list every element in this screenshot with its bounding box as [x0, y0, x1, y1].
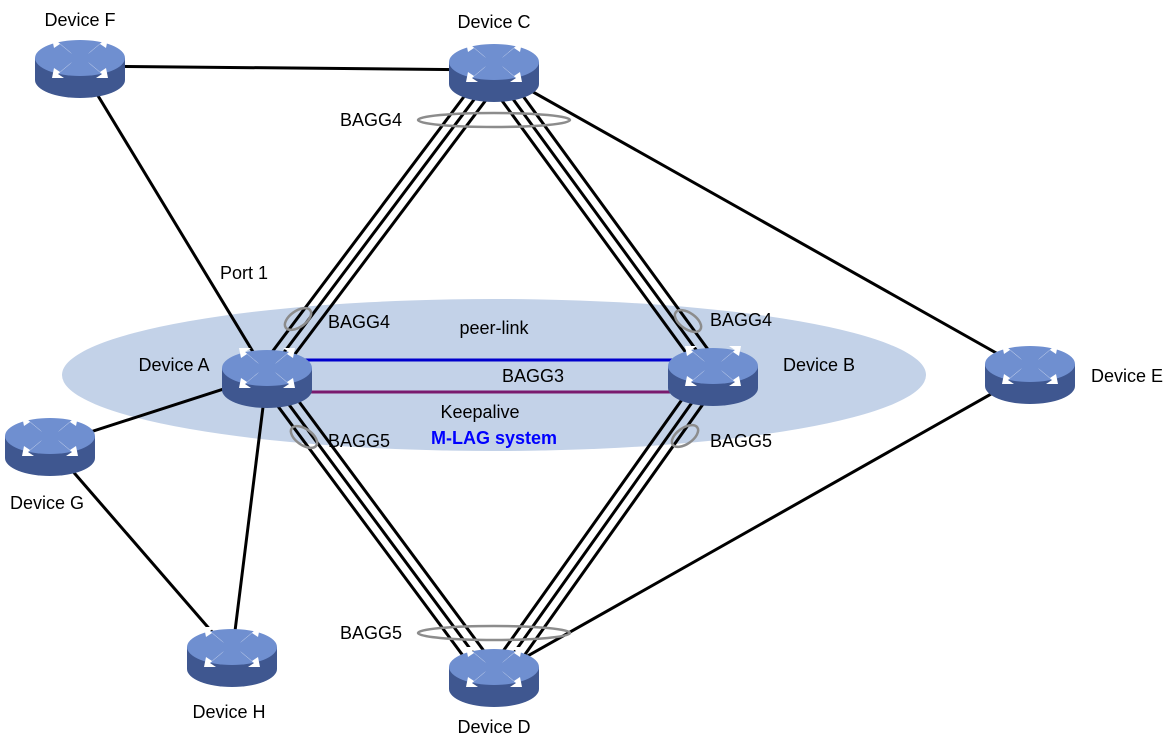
switch-icon: [985, 344, 1075, 404]
bagg4-ring-a: [283, 306, 313, 332]
device-b[interactable]: [668, 346, 758, 406]
device-d-label: Device D: [457, 717, 530, 737]
link-labels: BAGG4 BAGG5 BAGG4 BAGG5 BAGG4 BAGG5 Port…: [220, 110, 772, 643]
port1-label: Port 1: [220, 263, 268, 283]
device-c[interactable]: [449, 42, 539, 102]
bagg4-ring-b: [673, 308, 703, 334]
bagg5-label-b: BAGG5: [710, 431, 772, 451]
device-a[interactable]: [222, 348, 312, 408]
switch-icon: [187, 627, 277, 687]
switch-icon: [449, 647, 539, 707]
device-e-label: Device E: [1091, 366, 1163, 386]
device-labels: Device F Device C Device A Device B Devi…: [10, 10, 1163, 737]
bagg4-label-b: BAGG4: [710, 310, 772, 330]
device-d[interactable]: [449, 647, 539, 707]
link-g-h: [48, 444, 234, 656]
bagg4-ring-c: [416, 111, 572, 129]
mlag-system-label: M-LAG system: [431, 428, 557, 448]
device-b-label: Device B: [783, 355, 855, 375]
device-a-label: Device A: [138, 355, 209, 375]
device-h-label: Device H: [192, 702, 265, 722]
bagg5-ring-a: [289, 424, 319, 450]
aggregation-rings: [283, 111, 703, 642]
device-f-label: Device F: [44, 10, 115, 30]
link-d-e: [493, 370, 1031, 677]
switch-icon: [222, 348, 312, 408]
bagg5-ring-b: [670, 423, 700, 449]
switch-icon: [668, 346, 758, 406]
link-a-h: [230, 374, 269, 656]
device-c-label: Device C: [457, 12, 530, 32]
device-g-label: Device G: [10, 493, 84, 513]
mlag-system-zone: [62, 299, 926, 451]
link-f-a: [78, 65, 269, 376]
switch-icon: [449, 42, 539, 102]
bagg3-label: BAGG3: [502, 366, 564, 386]
keepalive-label: Keepalive: [440, 402, 519, 422]
aggregated-links: [255, 69, 725, 685]
device-g[interactable]: [5, 416, 95, 476]
device-f[interactable]: [35, 38, 125, 98]
switch-icon: [5, 416, 95, 476]
switch-icon: [35, 38, 125, 98]
peer-link-label: peer-link: [459, 318, 529, 338]
bagg5-ring-d: [416, 624, 572, 642]
device-h[interactable]: [187, 627, 277, 687]
bagg4-label-c: BAGG4: [340, 110, 402, 130]
device-e[interactable]: [985, 344, 1075, 404]
bagg4-label-a: BAGG4: [328, 312, 390, 332]
bagg5-label-a: BAGG5: [328, 431, 390, 451]
link-f-c: [79, 64, 495, 72]
bagg5-label-d: BAGG5: [340, 623, 402, 643]
link-c-e: [493, 68, 1031, 374]
